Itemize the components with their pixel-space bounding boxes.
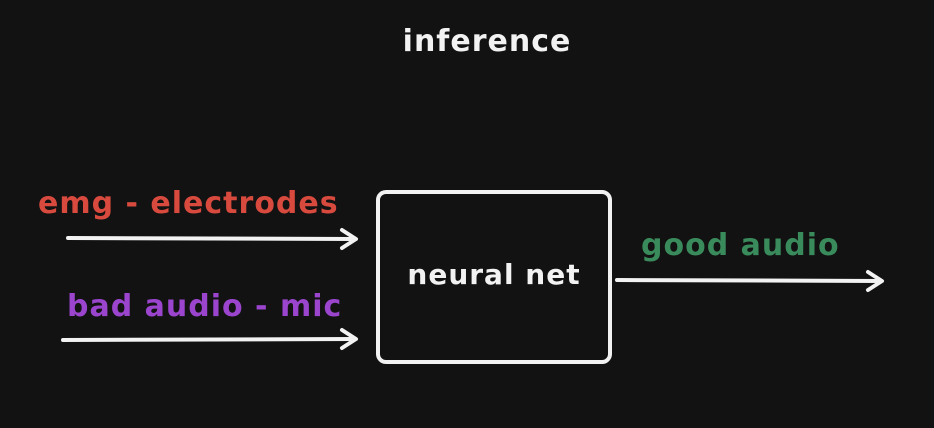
neural-net-label: neural net: [407, 257, 581, 291]
neural-net-node: neural net: [376, 190, 612, 364]
output-label-good-audio: good audio: [641, 228, 840, 263]
input-label-emg: emg - electrodes: [38, 186, 339, 221]
arrow-emg-to-node: [66, 228, 358, 250]
arrow-node-to-output: [615, 270, 884, 292]
arrow-mic-to-node: [61, 328, 358, 350]
input-label-mic: bad audio - mic: [67, 289, 343, 324]
diagram-title: inference: [402, 24, 572, 59]
